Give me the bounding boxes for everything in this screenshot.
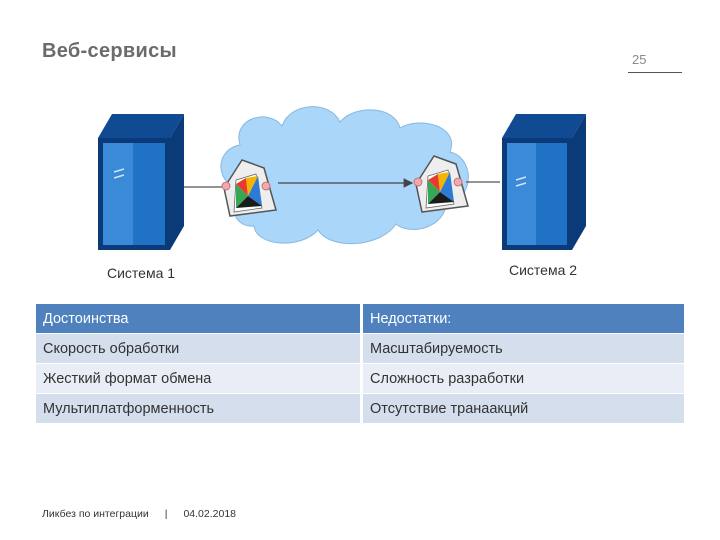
- cloud-shape: [220, 106, 469, 245]
- header-pros: Достоинства: [36, 304, 363, 334]
- table-row: Мультиплатформенность Отсутствие транаак…: [36, 393, 684, 424]
- server-system2-icon: [502, 114, 586, 250]
- pros-cons-table: Достоинства Недостатки: Скорость обработ…: [36, 304, 684, 424]
- table-row: Жесткий формат обмена Сложность разработ…: [36, 363, 684, 394]
- slide-title: Веб-сервисы: [42, 40, 177, 62]
- table-cell: Масштабируемость: [361, 333, 684, 364]
- page-number-rule: [628, 72, 682, 73]
- table-cell: Скорость обработки: [36, 333, 363, 364]
- table-cell: Сложность разработки: [361, 363, 684, 394]
- footer-date: 04.02.2018: [183, 508, 237, 520]
- system2-label: Система 2: [509, 262, 578, 278]
- footer-text: Ликбез по интеграции: [42, 508, 149, 520]
- table-row: Скорость обработки Масштабируемость: [36, 333, 684, 364]
- server-system1-icon: [98, 114, 184, 250]
- page-number: 25: [632, 52, 647, 67]
- slide-footer: Ликбез по интеграции | 04.02.2018: [42, 508, 236, 520]
- footer-separator: |: [164, 508, 168, 520]
- web-services-diagram: [98, 106, 586, 250]
- table-cell: Отсутствие транаакций: [361, 393, 684, 424]
- header-cons: Недостатки:: [361, 304, 684, 334]
- table-header-row: Достоинства Недостатки:: [36, 304, 684, 334]
- web-service-icon: [413, 155, 469, 213]
- web-service-icon: [221, 159, 277, 217]
- table-cell: Мультиплатформенность: [36, 393, 363, 424]
- table-cell: Жесткий формат обмена: [36, 363, 363, 394]
- system1-label: Система 1: [107, 265, 176, 281]
